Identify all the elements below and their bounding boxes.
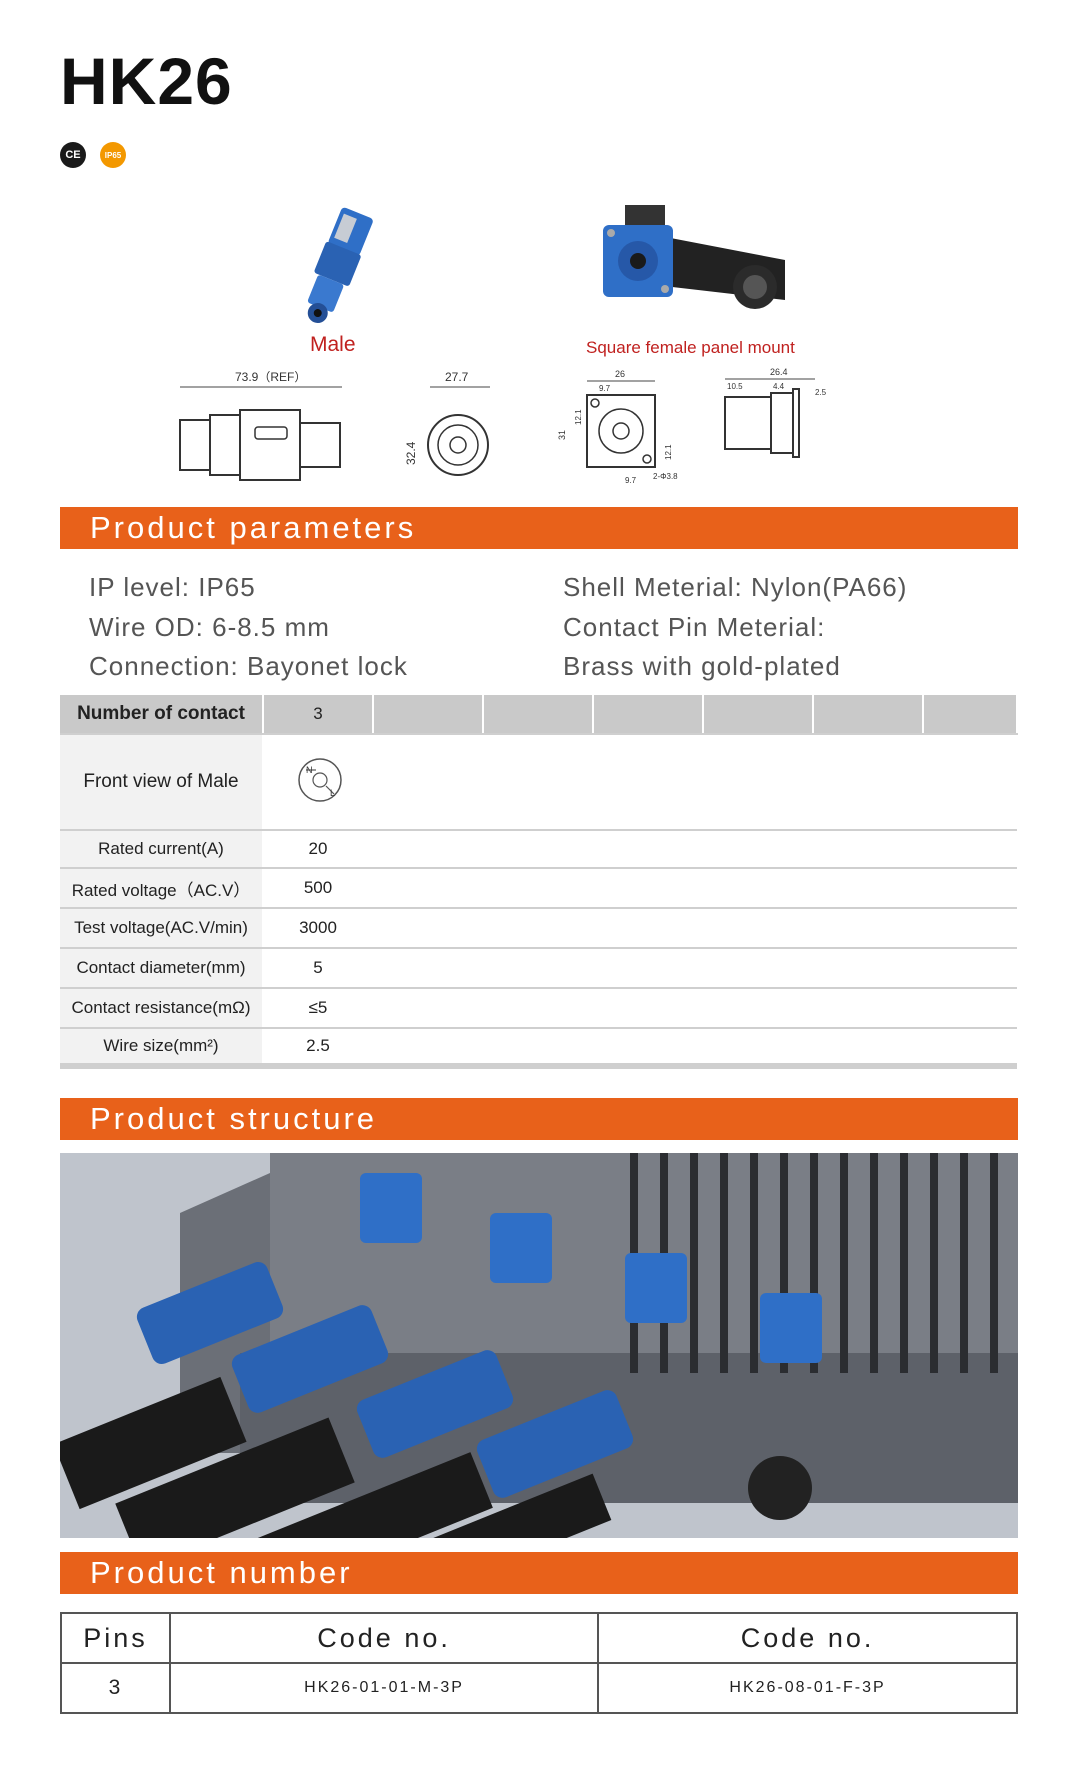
spec-row: Rated current(A) 20 bbox=[60, 830, 1017, 869]
param-shell-material: Shell Meterial: Nylon(PA66) bbox=[563, 572, 908, 602]
dim-side-total: 26.4 bbox=[770, 367, 788, 377]
male-connector-image bbox=[307, 207, 373, 324]
spec-front-view-label: Front view of Male bbox=[60, 734, 264, 831]
dim-side-a: 10.5 bbox=[727, 382, 743, 391]
male-pinout-icon: N L bbox=[298, 757, 342, 802]
col-code-male: Code no. bbox=[168, 1612, 600, 1664]
spec-row-label: Contact resistance(mΩ) bbox=[60, 988, 264, 1029]
pins-value: 3 bbox=[60, 1662, 171, 1714]
panel-side-drawing: 26.4 10.5 4.4 2.5 bbox=[724, 367, 827, 458]
dim-male-height: 32.4 bbox=[404, 441, 418, 465]
dim-panel-hole: 2-Φ3.8 bbox=[653, 472, 678, 481]
spec-front-view-row: Front view of Male N L bbox=[60, 734, 1017, 831]
ip65-badge-icon: IP65 bbox=[100, 142, 126, 168]
param-ip-level: IP level: IP65 bbox=[89, 572, 256, 602]
dim-panel-w: 26 bbox=[615, 369, 625, 379]
dim-side-c: 2.5 bbox=[815, 388, 827, 397]
spec-row-label: Contact diameter(mm) bbox=[60, 948, 264, 989]
section-product-parameters: Product parameters bbox=[60, 507, 1018, 549]
dim-panel-bottom: 9.7 bbox=[625, 476, 637, 485]
spec-table: Number of contact 3 Front view of Male N… bbox=[60, 695, 1018, 1069]
spec-row: Contact diameter(mm) 5 bbox=[60, 948, 1017, 989]
dim-side-b: 4.4 bbox=[773, 382, 785, 391]
product-structure-image bbox=[60, 1153, 1018, 1538]
spec-row-value: 2.5 bbox=[306, 1036, 330, 1055]
spec-header-value: 3 bbox=[263, 695, 374, 735]
product-number-header: Pins Code no. Code no. bbox=[60, 1612, 1018, 1664]
col-code-female: Code no. bbox=[597, 1612, 1018, 1664]
male-side-drawing: 73.9（REF） bbox=[179, 370, 342, 481]
dim-panel-inner: 9.7 bbox=[599, 384, 611, 393]
product-number-table: Pins Code no. Code no. 3 HK26-01-01-M-3P… bbox=[60, 1612, 1018, 1714]
spec-row: Rated voltage（AC.V） 500 bbox=[60, 868, 1017, 909]
spec-header-row: Number of contact 3 bbox=[60, 695, 1018, 735]
spec-row-label: Rated voltage（AC.V） bbox=[60, 868, 264, 909]
spec-row-value: 20 bbox=[308, 839, 328, 858]
spec-row-value: 5 bbox=[313, 958, 323, 977]
param-wire-od: Wire OD: 6-8.5 mm bbox=[89, 612, 330, 642]
spec-row-value: ≤5 bbox=[308, 998, 328, 1017]
col-pins: Pins bbox=[60, 1612, 171, 1664]
spec-row-value: 500 bbox=[303, 878, 333, 897]
ce-mark-icon: CE bbox=[60, 142, 86, 168]
dim-panel-h: 31 bbox=[557, 430, 567, 440]
pin-n-label: N bbox=[306, 765, 313, 775]
param-contact-pin-plating: Brass with gold-plated bbox=[563, 651, 841, 681]
spec-row-value: 3000 bbox=[299, 918, 337, 937]
spec-row: Contact resistance(mΩ) ≤5 bbox=[60, 988, 1017, 1029]
section-product-structure: Product structure bbox=[60, 1098, 1018, 1140]
pin-l-label: L bbox=[330, 788, 335, 798]
dim-male-length: 73.9（REF） bbox=[235, 370, 306, 384]
product-number-row: 3 HK26-01-01-M-3P HK26-08-01-F-3P bbox=[60, 1662, 1018, 1714]
spec-row: Wire size(mm²) 2.5 bbox=[60, 1028, 1017, 1069]
spec-row-label: Test voltage(AC.V/min) bbox=[60, 908, 264, 949]
page-title: HK26 bbox=[60, 44, 233, 118]
dim-male-width: 27.7 bbox=[445, 370, 469, 384]
spec-row-label: Wire size(mm²) bbox=[60, 1028, 264, 1069]
code-female-value: HK26-08-01-F-3P bbox=[597, 1662, 1018, 1714]
code-male-value: HK26-01-01-M-3P bbox=[168, 1662, 600, 1714]
param-connection: Connection: Bayonet lock bbox=[89, 651, 408, 681]
male-caption: Male bbox=[310, 333, 356, 356]
male-front-drawing: 27.7 32.4 bbox=[404, 370, 490, 476]
female-panel-image bbox=[603, 205, 785, 309]
female-caption: Square female panel mount bbox=[586, 338, 795, 357]
param-contact-pin-material: Contact Pin Meterial: bbox=[563, 612, 826, 642]
spec-row: Test voltage(AC.V/min) 3000 bbox=[60, 908, 1017, 949]
dim-panel-hole-v: 12.1 bbox=[574, 409, 583, 425]
spec-row-label: Rated current(A) bbox=[60, 830, 264, 869]
panel-front-drawing: 26 9.7 31 12.1 12.1 9.7 2-Φ3.8 bbox=[557, 369, 678, 485]
dim-panel-hole-v2: 12.1 bbox=[664, 444, 673, 460]
section-product-number: Product number bbox=[60, 1552, 1018, 1594]
spec-header-label: Number of contact bbox=[60, 695, 264, 735]
